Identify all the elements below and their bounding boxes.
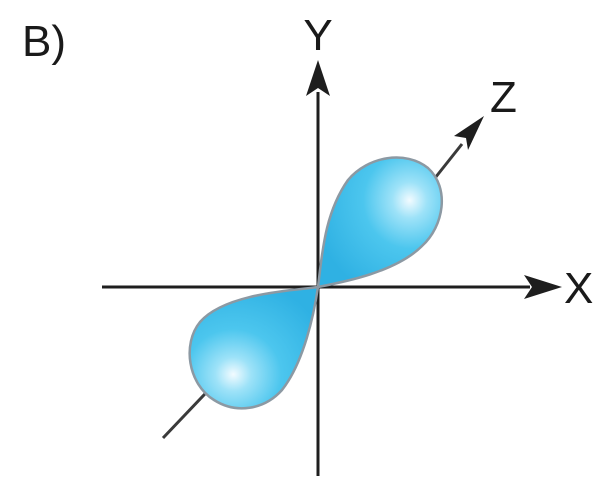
x-axis-arrow (524, 275, 562, 299)
upper-lobe (316, 156, 443, 289)
y-axis-label: Y (303, 11, 332, 60)
panel-label: B) (22, 17, 66, 66)
x-axis-label: X (564, 264, 593, 313)
y-axis-arrow (306, 60, 330, 96)
z-axis-arrow (454, 116, 484, 150)
lower-lobe (188, 285, 320, 410)
z-axis-label: Z (490, 73, 517, 122)
